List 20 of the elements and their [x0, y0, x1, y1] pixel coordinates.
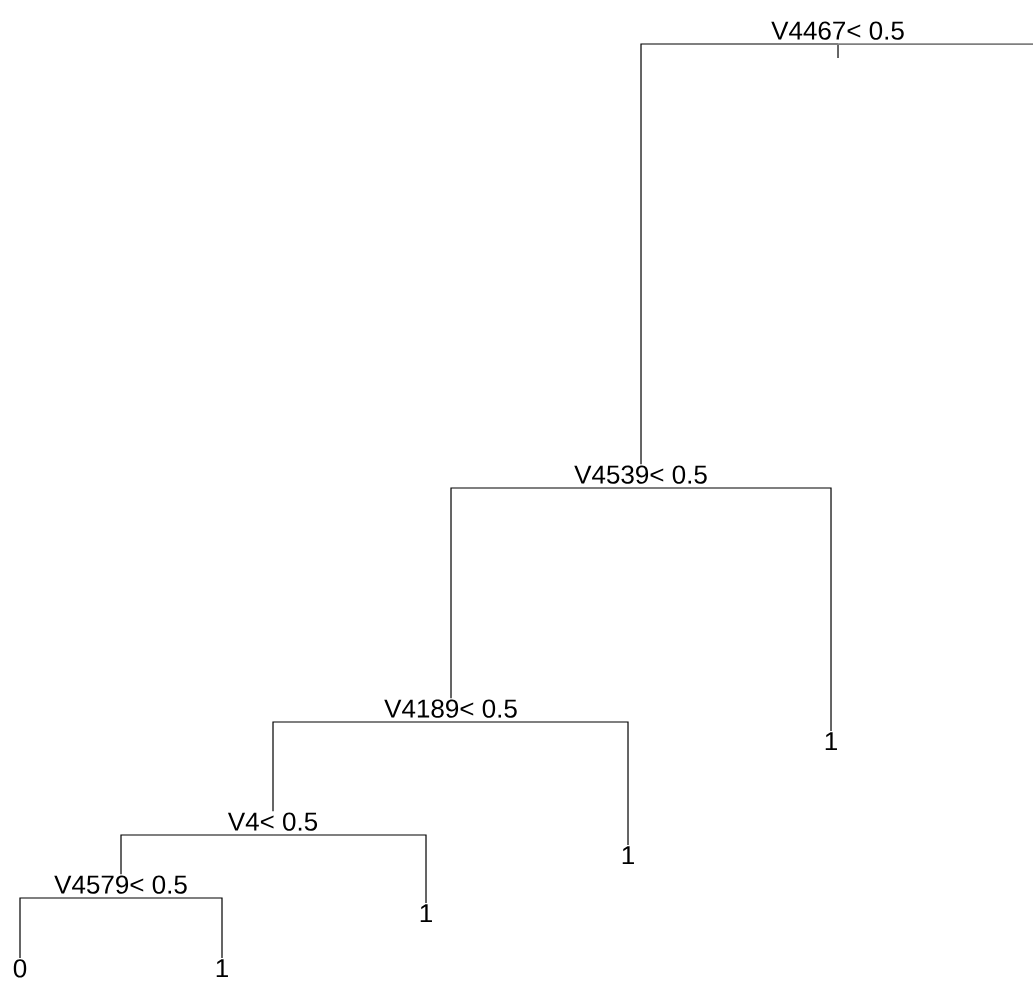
split-label: V4467< 0.5 [771, 21, 904, 40]
tree-branch [837, 43, 1033, 45]
tree-branch [120, 897, 223, 959]
tree-branch [640, 487, 832, 732]
tree-branch [450, 721, 629, 846]
leaf-label: 1 [622, 846, 634, 865]
tree-branch [19, 897, 122, 959]
tree-branch [272, 721, 452, 812]
leaf-label: 1 [420, 904, 432, 923]
tree-branch [640, 43, 839, 465]
leaf-label: 0 [13, 959, 27, 978]
split-label: V4< 0.5 [227, 812, 318, 831]
split-label: V4579< 0.5 [54, 875, 187, 894]
tree-branch [120, 834, 274, 875]
leaf-label: 1 [825, 732, 837, 751]
split-label: V4189< 0.5 [384, 699, 517, 718]
leaf-label: 1 [216, 959, 228, 978]
split-label: V4539< 0.5 [574, 465, 707, 484]
tree-branch [272, 834, 427, 904]
tree-branch [450, 487, 642, 699]
